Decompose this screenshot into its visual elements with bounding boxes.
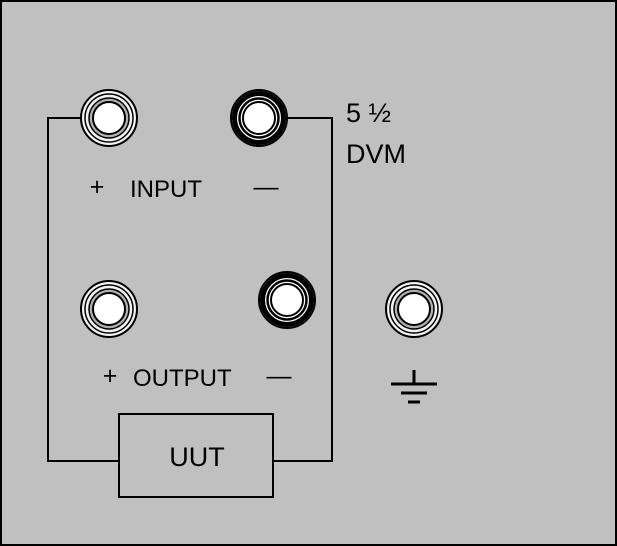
output-minus-jack-icon[interactable]: [259, 272, 315, 328]
input-plus-jack-icon[interactable]: [80, 89, 138, 147]
device-label-line2: DVM: [346, 139, 406, 169]
output-minus-sign: —: [267, 362, 292, 390]
input-minus-sign: —: [254, 173, 279, 201]
wiring: [47, 117, 333, 462]
ground-icon: [391, 370, 437, 404]
uut-label: UUT: [169, 442, 225, 472]
output-plus-jack-icon[interactable]: [80, 280, 138, 338]
wire-positive: [47, 117, 119, 462]
uut-box: [118, 413, 274, 498]
input-label: INPUT: [130, 176, 202, 203]
output-plus-sign: +: [103, 362, 118, 390]
device-label-line1: 5 ½: [346, 98, 391, 128]
ground-jack-icon[interactable]: [385, 280, 443, 338]
output-label: OUTPUT: [133, 365, 232, 392]
input-plus-sign: +: [90, 173, 105, 201]
wire-negative: [273, 117, 333, 462]
input-minus-jack-icon[interactable]: [231, 90, 287, 146]
